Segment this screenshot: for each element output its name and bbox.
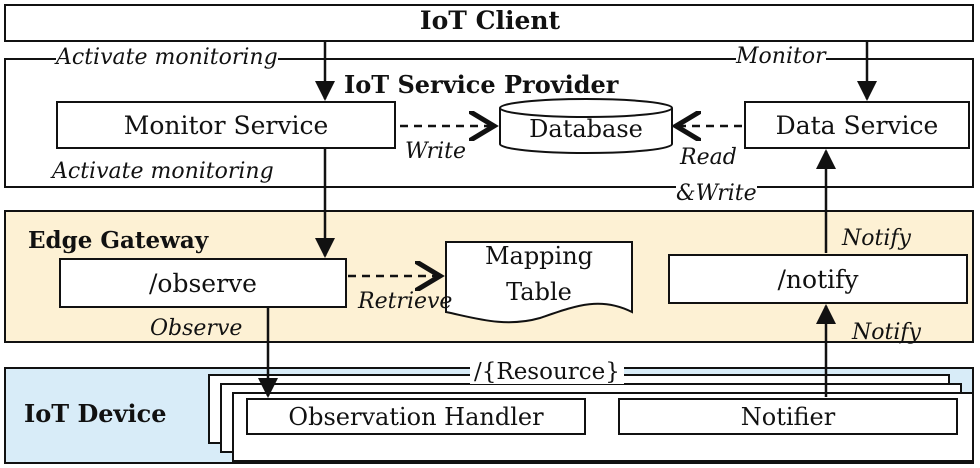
service-provider-title: IoT Service Provider xyxy=(344,70,619,99)
observe-box: /observe xyxy=(59,258,347,308)
label-read-write-line1: Read xyxy=(680,145,737,170)
database-cylinder xyxy=(499,98,673,154)
mapping-table-label-line2: Table xyxy=(506,278,572,306)
database-label: Database xyxy=(529,115,643,143)
iot-client-title: IoT Client xyxy=(419,6,561,35)
edge-gateway-title: Edge Gateway xyxy=(28,227,209,254)
notifier-box: Notifier xyxy=(618,398,958,435)
mapping-table-shape xyxy=(445,241,633,324)
label-activate-monitoring-top: Activate monitoring xyxy=(56,45,278,71)
label-retrieve: Retrieve xyxy=(358,289,453,314)
data-service-box: Data Service xyxy=(744,101,970,149)
label-notify-lower: Notify xyxy=(852,320,921,345)
label-notify-upper: Notify xyxy=(842,226,911,251)
observation-handler-box: Observation Handler xyxy=(246,398,586,435)
label-monitor: Monitor xyxy=(736,44,826,70)
resource-label: /{Resource} xyxy=(470,360,624,384)
label-observe: Observe xyxy=(150,316,243,341)
label-activate-monitoring-mid: Activate monitoring xyxy=(52,159,274,184)
notify-box: /notify xyxy=(668,254,968,304)
mapping-table-label-line1: Mapping xyxy=(484,242,594,270)
label-write: Write xyxy=(405,139,467,164)
iot-client-layer xyxy=(4,4,974,42)
label-read-write-line2: &Write xyxy=(676,181,757,207)
monitor-service-box: Monitor Service xyxy=(56,101,396,149)
iot-device-title: IoT Device xyxy=(24,399,167,428)
